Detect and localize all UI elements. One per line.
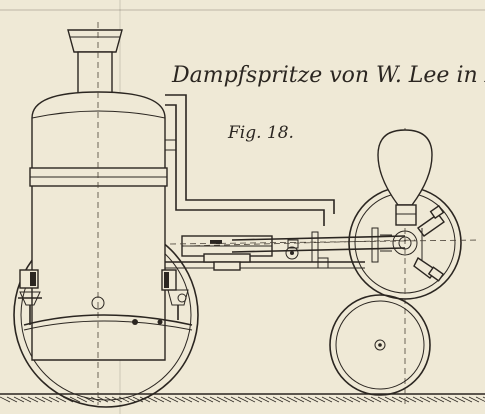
boiler-frame-curve	[23, 314, 193, 326]
figure-label: Fig. 18.	[227, 123, 294, 143]
plate-title: Dampfspritze von W. Lee in New	[171, 63, 485, 88]
connecting-rods	[231, 227, 406, 269]
left-feed-valve	[18, 269, 42, 325]
centre-line	[169, 239, 481, 245]
frame-beam	[165, 261, 365, 269]
smoke-stack	[67, 29, 123, 95]
air-chamber	[377, 129, 433, 226]
hose-nozzles	[413, 204, 445, 282]
steam-pipe	[165, 94, 335, 226]
right-feed-valve	[161, 269, 189, 320]
steam-boiler	[29, 22, 168, 405]
front-wheel	[329, 294, 431, 396]
